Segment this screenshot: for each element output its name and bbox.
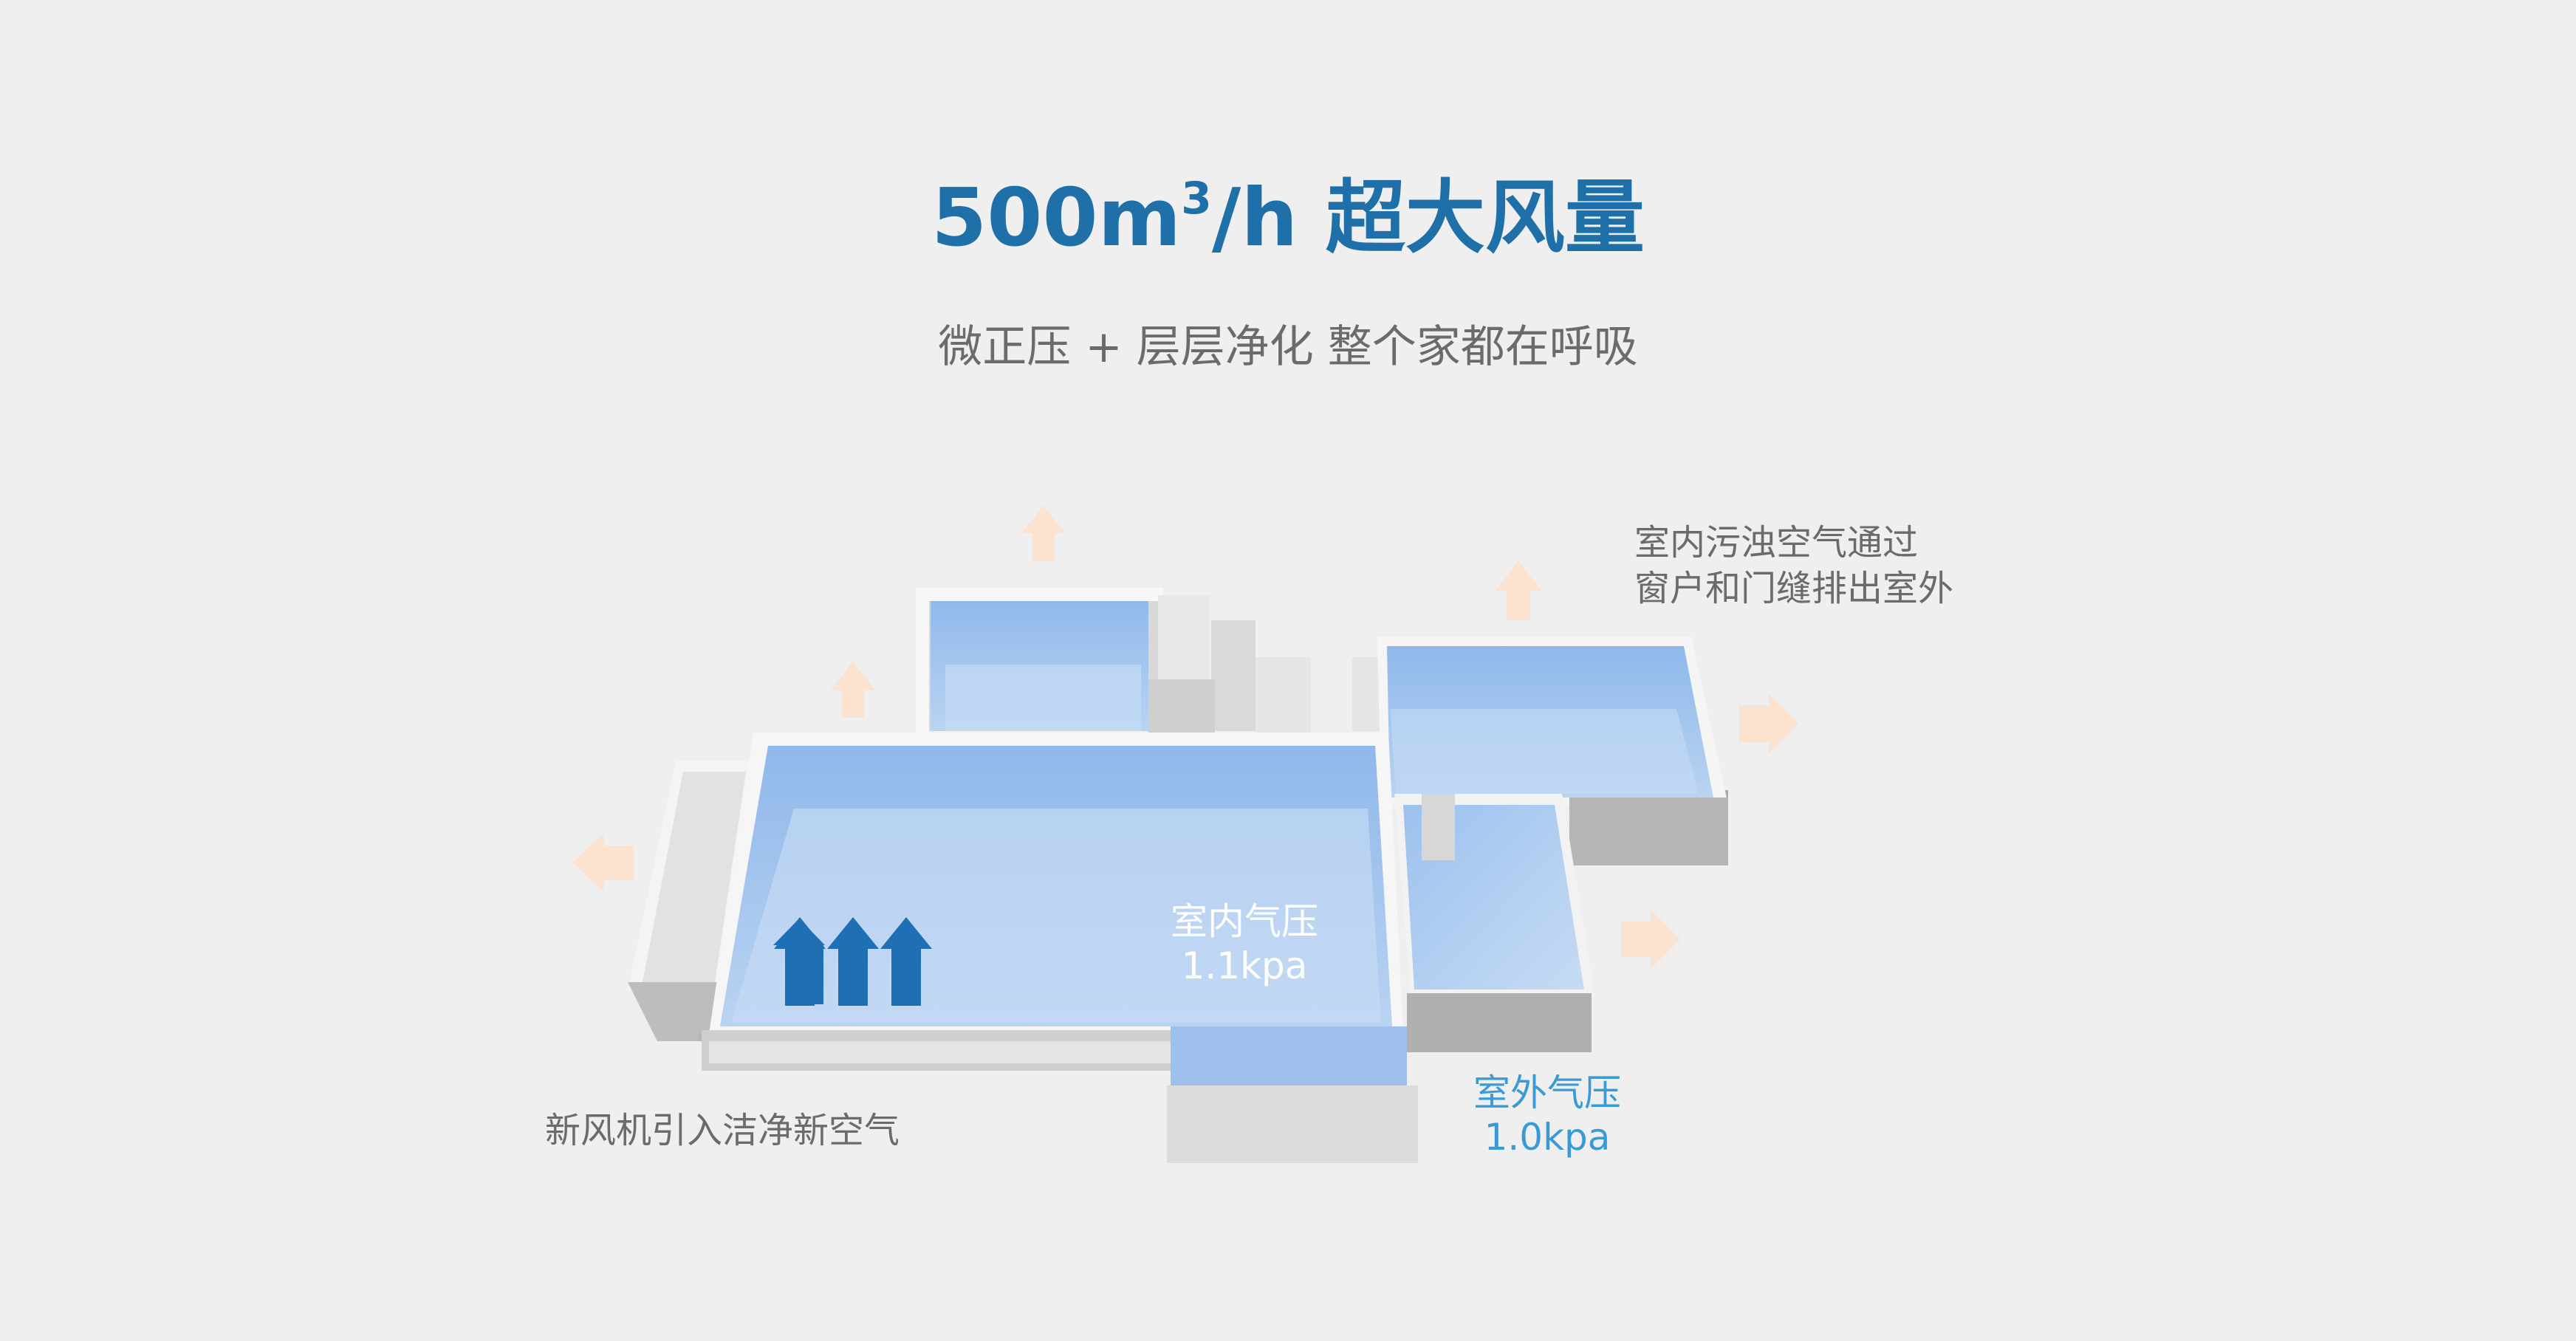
exhaust-arrow-top-3 [1495, 561, 1542, 620]
intake-arrow-2 [827, 917, 879, 1006]
intake-arrows [773, 917, 932, 1006]
title-prefix: 500m [931, 172, 1182, 264]
exhaust-arrow-top-2 [831, 661, 875, 718]
page-subtitle: 微正压 + 层层净化 整个家都在呼吸 [938, 321, 1638, 373]
outdoor-pressure-label: 室外气压 [1473, 1071, 1621, 1114]
intake-arrow-1b [774, 917, 826, 1006]
exhaust-arrow-left-1 [572, 833, 634, 892]
indoor-pressure-label: 室内气压 [1171, 900, 1318, 943]
indoor-pressure-value: 1.1kpa [1181, 944, 1308, 987]
title-superscript: 3 [1181, 173, 1212, 224]
exhaust-description: 室内污浊空气通过 窗户和门缝排出室外 [1634, 520, 1953, 611]
room-top-center [916, 588, 1163, 735]
outdoor-pressure: 室外气压 1.0kpa [1451, 1071, 1643, 1159]
exhaust-line-1: 室内污浊空气通过 [1634, 522, 1919, 563]
page-title: 500m3/h 超大风量 [0, 148, 2576, 274]
exhaust-arrow-right-1 [1739, 694, 1798, 753]
exhaust-arrows [572, 506, 1798, 969]
indoor-pressure: 室内气压 1.1kpa [1152, 899, 1337, 988]
room-left-narrow [628, 761, 757, 1041]
exhaust-arrow-right-2 [1621, 910, 1680, 969]
title-suffix: /h 超大风量 [1211, 172, 1645, 264]
room-right-small [1394, 794, 1595, 1052]
room-right-large [1377, 637, 1728, 865]
exhaust-line-2: 窗户和门缝排出室外 [1634, 568, 1954, 609]
corridor-walls [1148, 595, 1381, 738]
intake-arrow-3 [880, 917, 932, 1006]
room-main [698, 733, 1418, 1163]
intake-description: 新风机引入洁净新空气 [545, 1110, 900, 1151]
outdoor-pressure-value: 1.0kpa [1484, 1116, 1611, 1159]
exhaust-arrow-top-1 [1021, 506, 1066, 561]
